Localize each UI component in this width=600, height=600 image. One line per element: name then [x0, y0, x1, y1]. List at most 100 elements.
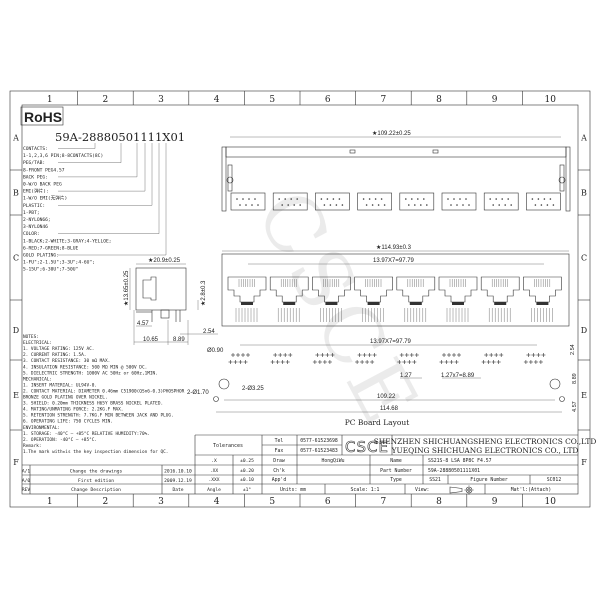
dim-top-width: ★109.22±0.25	[372, 130, 411, 137]
approve-label: App'd	[272, 477, 287, 483]
dim-pcb-127: 1.27	[400, 373, 412, 379]
rohs-badge-box	[20, 106, 64, 126]
dim-side-1065: 10.65	[143, 337, 159, 343]
top-port-block	[272, 192, 308, 211]
pcb-peg-hole-right	[559, 396, 565, 402]
ordering-legend-line: 6-RED;7-GREEN;8-BLUE	[23, 245, 79, 251]
type-label: Type	[390, 477, 402, 483]
note-line: 1.The mark with★is the key inspection di…	[23, 449, 168, 455]
units: Units: mm	[280, 487, 306, 493]
note-line: 1. INSERT MATERIAL: UL94V-0.	[23, 382, 97, 388]
column-marker-top: 2	[103, 95, 109, 105]
company-logo: CSCE	[345, 438, 389, 456]
projection-symbol-icon	[449, 485, 474, 495]
dim-pcb-hole-small: 2-Ø1.70	[187, 390, 209, 396]
tolerance-key: .XX	[210, 468, 219, 474]
column-marker-bottom: 2	[103, 497, 109, 507]
view-label: View:	[415, 487, 429, 493]
note-line: 3. CONTACT RESISTANCE: 30 mΩ MAX.	[23, 358, 110, 364]
ordering-legend-line: 5-15U";6-30U";7-50U"	[23, 267, 78, 273]
front-jacks	[227, 276, 562, 322]
ordering-legend-line: 1-W/O EMI(无弹片)	[23, 195, 67, 202]
check-label: Ch'k	[273, 468, 285, 474]
rj45-jack	[480, 276, 520, 322]
ordering-part-number: 59A-28880501111X01	[55, 130, 185, 144]
row-marker-left: E	[13, 391, 19, 400]
dim-side-457: 4.57	[137, 321, 149, 327]
ordering-legend-line: 0-W/O BACK PEG	[23, 182, 62, 188]
figure-number-value: SC012	[547, 477, 562, 483]
dim-side-height: ★13.65±0.25	[123, 270, 130, 306]
pcb-pin-cluster	[397, 353, 419, 364]
ordering-legend-line: COLOR:	[23, 231, 40, 237]
tolerance-value: ±0.25	[240, 458, 254, 464]
note-line: Remark:	[23, 443, 42, 449]
column-marker-bottom: 7	[381, 497, 387, 507]
column-marker-bottom: 3	[158, 497, 164, 507]
revision-code: A/0	[22, 478, 31, 484]
revision-date: 2009.12.19	[164, 478, 192, 484]
column-marker-top: 9	[492, 95, 498, 105]
pcb-pin-cluster	[312, 353, 335, 364]
name-label: Name	[390, 458, 402, 464]
pcb-pin-cluster	[481, 353, 504, 364]
top-port-block	[357, 192, 392, 211]
tolerance-value: ±1°	[243, 487, 252, 493]
ordering-legend-line: GOLD PLATING:	[23, 253, 59, 259]
column-marker-top: 4	[214, 95, 220, 105]
note-line: 1. STORAGE: -40°C — +85°C RELATIVE HUMID…	[23, 431, 150, 437]
note-line: 6. OPERATING LIFE: 750 CYCLES MIN.	[23, 419, 113, 425]
fax-value: 0577-61523483	[300, 448, 338, 454]
note-line: 2. CONTACT MATERIAL: DIAMETER 0.46mm C51…	[23, 388, 185, 394]
rj45-jack	[438, 276, 478, 322]
ordering-leader-lines	[58, 143, 167, 256]
row-marker-right: E	[581, 391, 587, 400]
rohs-badge: RoHS	[24, 109, 62, 125]
revision-description: First edition	[78, 478, 114, 484]
top-port-block	[230, 192, 266, 211]
front-body	[221, 253, 570, 327]
note-line: ENVIRONMENTAL:	[23, 425, 60, 431]
rj45-jack	[227, 276, 267, 322]
note-line: 2. CURRENT RATING: 1.5A.	[23, 352, 86, 358]
ordering-legend-line: 3-NYLON46	[23, 224, 48, 230]
top-port-block	[526, 192, 561, 211]
side-view: ★20.9±0.25 ★13.65±0.25 ★2.8±0.3 4.57 10.…	[123, 257, 218, 345]
pcb-pin-cluster	[439, 353, 461, 364]
ordering-legend-line: 2-NYLON66;	[23, 217, 51, 223]
revision-description: Change Description	[71, 487, 121, 493]
note-line: MECHANICAL:	[23, 376, 52, 382]
tel-label: Tel	[275, 438, 284, 444]
note-line: 3. SHIELD: 0.20mm THICKNESS H65Y BRASS N…	[23, 401, 163, 407]
top-port-block	[483, 192, 519, 211]
revision-date: 2016.10.10	[164, 469, 192, 475]
note-line: 4. MATING/UNMATING FORCE: 2.2KG.F MAX.	[23, 407, 123, 413]
ordering-legend-line: 1-FU";2-1.5U";3-3U";4-6U";	[23, 260, 95, 266]
tolerance-key: .XXX	[208, 477, 219, 483]
watermark-logo: CSCE	[238, 177, 437, 443]
column-marker-top: 1	[47, 95, 53, 105]
side-body	[135, 267, 187, 311]
note-line: 1. VOLTAGE RATING: 125V AC.	[23, 346, 94, 352]
ordering-legend-line: 8-FRONT PEG4.57	[23, 167, 65, 173]
note-line: 2. OPERATION: -40°C — +85°C.	[23, 437, 97, 443]
dim-pcb-pitch: 13.97X7=97.79	[370, 339, 412, 345]
pcb-pin-cluster	[270, 353, 293, 364]
rj45-jack	[396, 276, 436, 322]
dim-front-width: ★114.93±0.3	[376, 244, 412, 251]
dim-pcb-11468: 114.68	[380, 406, 399, 412]
pcb-mount-hole-left	[218, 378, 230, 390]
column-marker-top: 3	[158, 95, 164, 105]
dim-pcb-10922: 109.22	[377, 394, 396, 400]
row-marker-left: B	[13, 189, 19, 198]
dim-pcb-127x7: 1.27x7=8.89	[441, 373, 475, 379]
ordering-code-legend: CONTACTS:1-1,2,3,6 PIN;8-8CONTACTS(8C)PE…	[23, 146, 112, 273]
type-value: SS21	[429, 477, 441, 483]
column-marker-bottom: 5	[269, 497, 275, 507]
pcb-pin-cluster	[355, 353, 377, 364]
pcb-pin-clusters	[228, 353, 546, 364]
